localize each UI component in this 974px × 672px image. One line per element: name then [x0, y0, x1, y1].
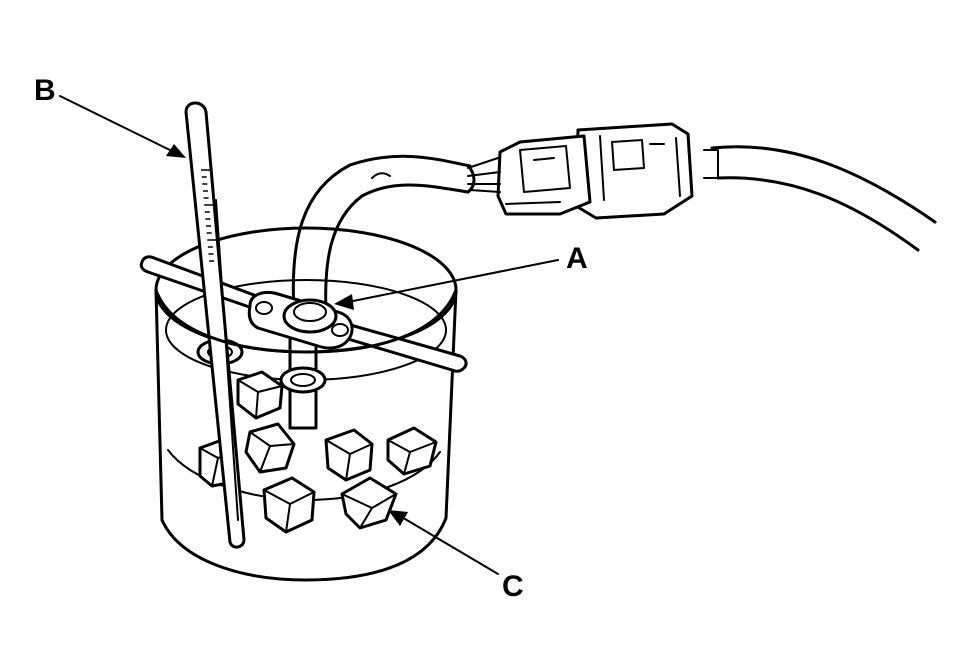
thermometer-scale — [201, 169, 217, 262]
sensor-holder — [247, 291, 354, 350]
leader-a-arrowhead — [334, 294, 354, 310]
callout-b: B — [34, 74, 56, 107]
ice-cube — [324, 428, 374, 482]
callout-a: A — [566, 242, 588, 275]
leader-c — [399, 515, 499, 575]
leader-b — [59, 95, 179, 155]
sensor-probe — [279, 328, 327, 430]
ice-cubes — [198, 370, 438, 534]
sensor-hose — [291, 154, 476, 314]
beaker-front-rim — [154, 288, 458, 354]
leader-lines — [59, 95, 559, 575]
thermometer — [184, 101, 246, 549]
callout-c: C — [502, 570, 524, 603]
ice-cube — [244, 422, 296, 474]
leader-a — [347, 259, 559, 303]
leader-b-arrowhead — [166, 144, 186, 158]
leader-c-arrowhead — [388, 510, 408, 526]
ice-cube — [236, 370, 284, 420]
ice-cube — [386, 426, 438, 476]
sensor-cable — [703, 145, 937, 252]
ice-cube — [340, 476, 398, 530]
ice-cube — [262, 476, 316, 534]
electrical-connector — [496, 122, 694, 220]
